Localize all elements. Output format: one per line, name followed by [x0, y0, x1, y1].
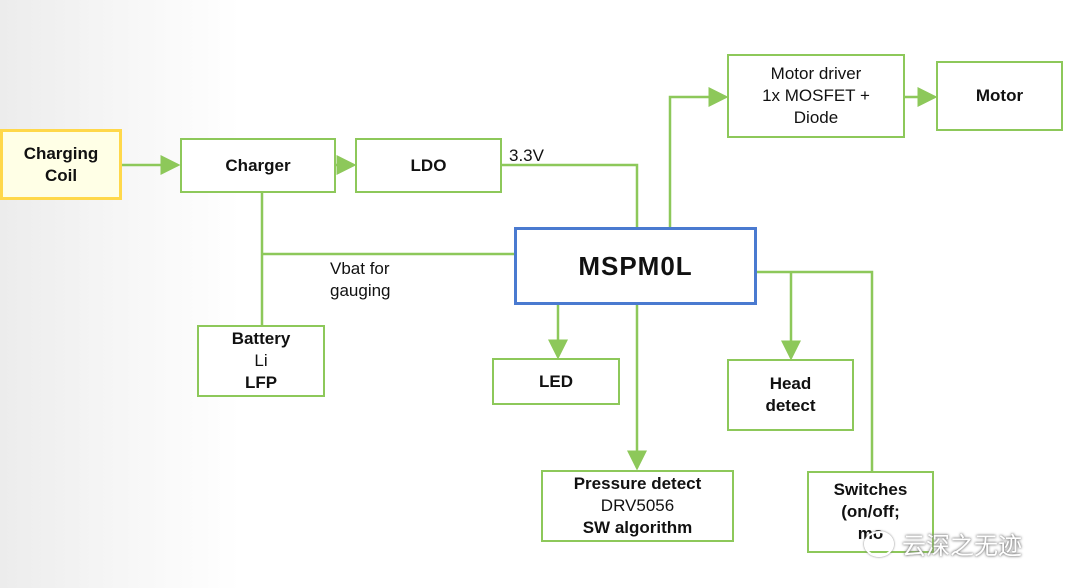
motor-driver-block: Motor driver 1x MOSFET + Diode [727, 54, 905, 138]
battery-label-2: Li [254, 351, 268, 370]
watermark: 云深之无迹 [864, 526, 1022, 561]
vbat-label: Vbat for gauging [330, 258, 391, 302]
switches-label-2: (on/off; [841, 502, 900, 521]
ldo-label: LDO [410, 155, 447, 175]
charging-coil-block: Charging Coil [0, 129, 122, 200]
motor-driver-label-3: Diode [793, 108, 839, 127]
wechat-icon [864, 530, 894, 557]
pressure-detect-label-1: Pressure detect [573, 474, 702, 493]
charging-coil-label-2: Coil [44, 165, 78, 185]
vbat-label-1: Vbat for [330, 259, 390, 278]
battery-block: Battery Li LFP [197, 325, 325, 397]
pressure-detect-label-2: DRV5056 [600, 496, 675, 515]
head-detect-block: Head detect [727, 359, 854, 431]
head-detect-label-2: detect [765, 396, 816, 415]
head-detect-label-1: Head [769, 374, 812, 393]
voltage-label: 3.3V [509, 146, 544, 165]
battery-label-1: Battery [231, 329, 291, 348]
switches-label-1: Switches [833, 480, 908, 499]
pressure-detect-label-3: SW algorithm [582, 518, 693, 537]
line-mcu-right [756, 270, 874, 472]
mcu-block: MSPM0L [514, 227, 757, 305]
motor-driver-label-1: Motor driver [770, 64, 862, 83]
motor-driver-label-2: 1x MOSFET + [762, 86, 870, 105]
ldo-block: LDO [355, 138, 502, 193]
line-mcu-motordriver [668, 87, 729, 228]
line-ldo-mcu [501, 163, 639, 228]
motor-block: Motor [936, 61, 1063, 131]
battery-label-3: LFP [244, 373, 278, 392]
motor-label: Motor [975, 86, 1024, 105]
watermark-text: 云深之无迹 [902, 533, 1022, 560]
charger-block: Charger [180, 138, 336, 193]
led-label: LED [539, 371, 573, 391]
pressure-detect-block: Pressure detect DRV5056 SW algorithm [541, 470, 734, 542]
led-block: LED [492, 358, 620, 405]
mcu-label: MSPM0L [578, 251, 693, 281]
charger-label: Charger [225, 155, 291, 175]
charging-coil-label-1: Charging [23, 143, 99, 163]
vbat-label-2: gauging [330, 281, 391, 300]
